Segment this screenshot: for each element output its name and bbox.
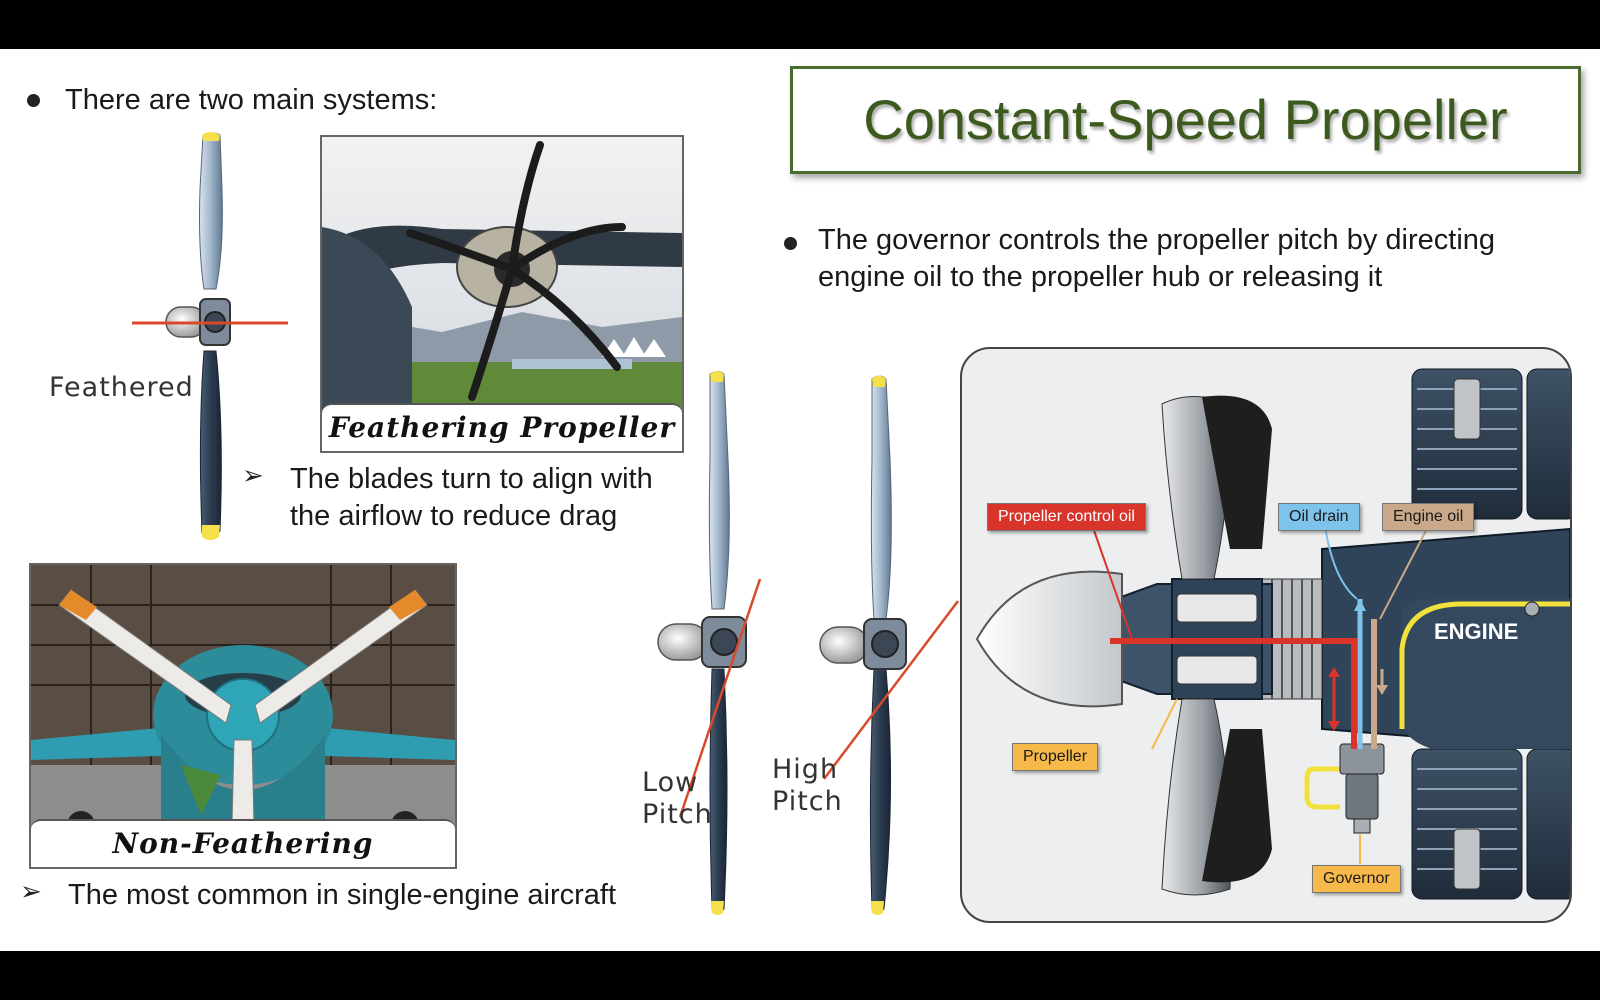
high-pitch-label-line-1: High [772, 754, 839, 785]
pitch-propellers-illustration [657, 371, 959, 915]
feathering-propeller-label: Feathering Propeller [322, 403, 682, 451]
intro-bullet: There are two main systems: [65, 84, 438, 116]
governor-bullet-line-2: engine oil to the propeller hub or relea… [818, 261, 1383, 293]
non-feathering-propeller-label: Non-Feathering Propeller [31, 819, 455, 867]
low-pitch-label-line-1: Low [642, 767, 699, 798]
propeller-label: Propeller [1012, 743, 1099, 771]
feathered-label: Feathered [49, 372, 194, 403]
engine-oil-label: Engine oil [1382, 503, 1475, 531]
arrow-bullet-icon: ➢ [20, 877, 42, 907]
page-title: Constant-Speed Propeller [863, 88, 1508, 151]
propeller-control-oil-label: Propeller control oil [987, 503, 1146, 531]
constant-speed-diagram: Propeller control oil Oil drain Engine o… [960, 347, 1572, 923]
bullet-dot-icon [784, 237, 797, 250]
governor-bullet-line-1: The governor controls the propeller pitc… [818, 224, 1496, 256]
feathering-sub-bullet-line-1: The blades turn to align with [290, 463, 653, 495]
title-box: Constant-Speed Propeller [790, 66, 1581, 174]
feathering-sub-bullet-line-2: the airflow to reduce drag [290, 500, 618, 532]
governor-label: Governor [1312, 865, 1401, 893]
non-feathering-sub-bullet: The most common in single-engine aircraf… [68, 879, 617, 911]
low-pitch-label-line-2: Pitch [642, 799, 713, 830]
arrow-bullet-icon: ➢ [242, 461, 264, 491]
slide: There are two main systems: Feathered [0, 49, 1600, 951]
oil-drain-label: Oil drain [1278, 503, 1360, 531]
bullet-dot-icon [27, 94, 40, 107]
engine-label: ENGINE [1434, 619, 1519, 644]
feathered-propeller-illustration [132, 132, 288, 540]
non-feathering-propeller-photo: Non-Feathering Propeller [29, 563, 457, 869]
feathering-propeller-photo: Feathering Propeller [320, 135, 684, 453]
high-pitch-label-line-2: Pitch [772, 786, 843, 817]
